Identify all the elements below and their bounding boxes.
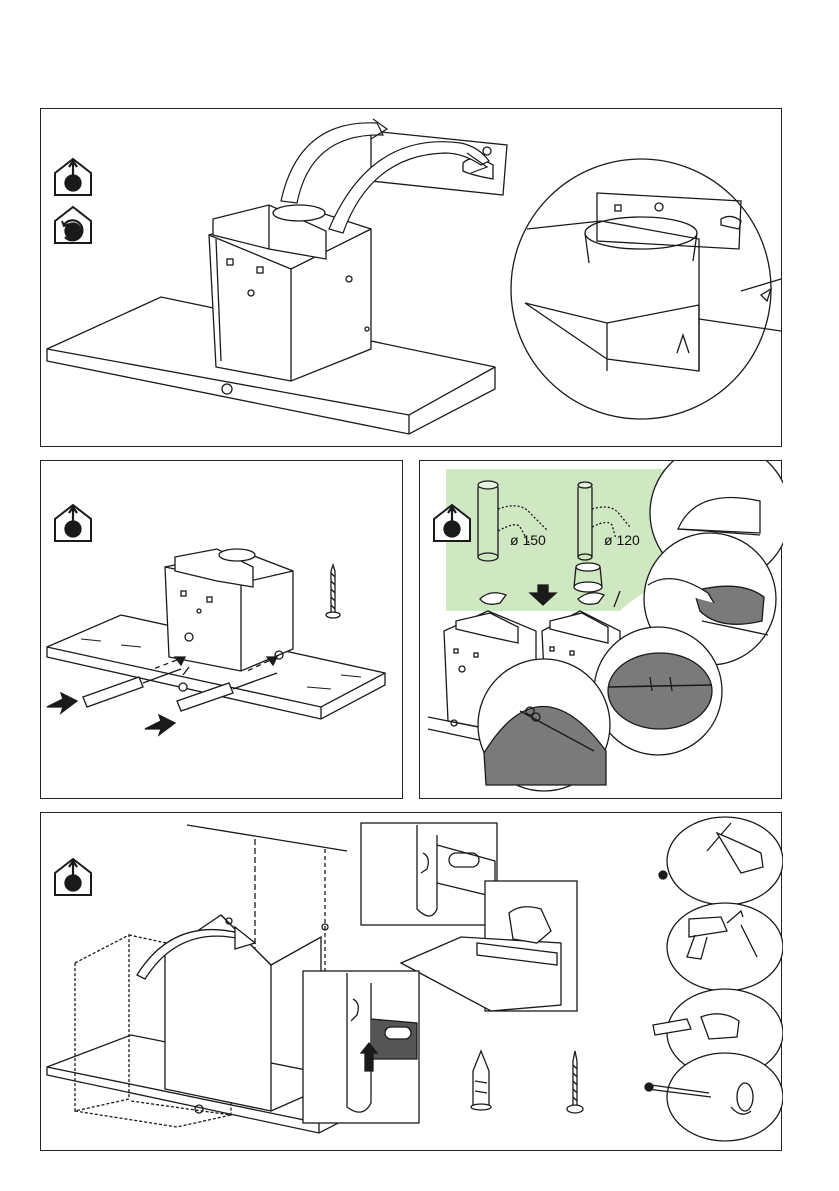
flap-detail-circle-low — [594, 627, 722, 755]
step-3-panel: ø 150 ø 120 — [419, 460, 782, 799]
ducted-mode-icon — [55, 159, 91, 195]
clip-detail-circle — [478, 659, 610, 791]
step-2-illustration — [41, 461, 404, 800]
step-2-panel — [40, 460, 403, 799]
step-1-illustration — [41, 109, 783, 448]
push-arrow-right — [145, 715, 175, 735]
step-1-panel — [40, 108, 782, 447]
screw-icon — [326, 565, 340, 618]
step-4-illustration — [41, 813, 783, 1152]
ceiling-line — [187, 825, 347, 851]
bracket-inset-top — [361, 823, 497, 925]
screw-bracket-step — [645, 1053, 783, 1141]
wall-plug-icon — [471, 1051, 491, 1110]
ducted-mode-icon — [55, 505, 91, 541]
drill-holes-step — [667, 903, 783, 991]
ducted-mode-icon — [55, 859, 91, 895]
push-arrow-left — [47, 693, 77, 713]
screw-icon — [567, 1051, 583, 1113]
zoom-detail-circle — [511, 159, 781, 419]
step-4-panel — [40, 812, 782, 1151]
motor-housing — [209, 205, 371, 381]
bracket-inset-bottom — [303, 971, 419, 1123]
duct-label-150: ø 150 — [510, 532, 546, 548]
step-3-illustration: ø 150 ø 120 — [420, 461, 783, 800]
motor-housing — [165, 549, 293, 671]
duct-label-120: ø 120 — [604, 532, 640, 548]
mark-holes-step — [659, 817, 783, 905]
recirculation-mode-icon — [55, 207, 91, 243]
